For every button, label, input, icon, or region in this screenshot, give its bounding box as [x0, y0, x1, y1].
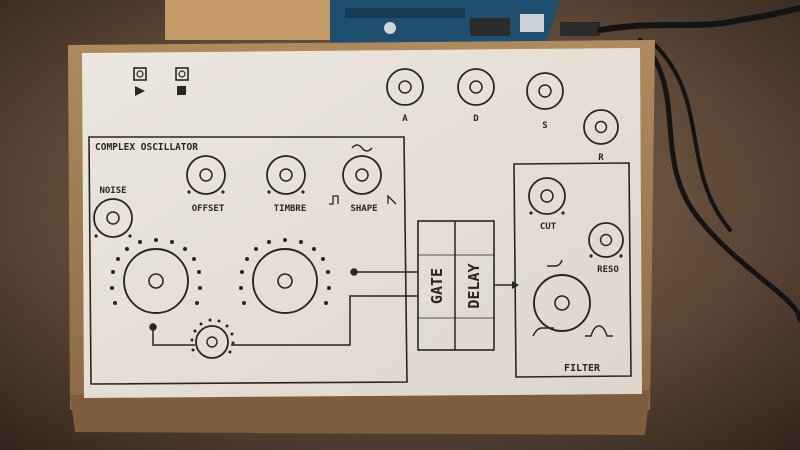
label-sustain: S: [542, 121, 547, 131]
knob-noise[interactable]: NOISE: [93, 186, 133, 238]
knob-cutoff[interactable]: CUT: [528, 177, 566, 232]
label-attack: A: [402, 114, 408, 124]
label-release: R: [598, 153, 604, 163]
label-noise: NOISE: [99, 186, 126, 196]
label-resonance: RESO: [597, 265, 619, 275]
label-shape: SHAPE: [350, 204, 377, 214]
label-decay: D: [473, 114, 479, 124]
label-offset: OFFSET: [192, 204, 225, 214]
knob-attack[interactable]: A: [386, 68, 424, 124]
saw-wave-icon: [387, 194, 397, 205]
lowpass-curve-icon: [547, 259, 563, 267]
stop-button[interactable]: [175, 67, 189, 95]
knob-filter-mode[interactable]: [532, 259, 613, 337]
front-panel-paper: [82, 48, 642, 398]
wooden-board: [165, 0, 345, 40]
knob-resonance[interactable]: RESO: [588, 222, 624, 275]
bandpass-curve-icon: [585, 325, 613, 337]
play-button[interactable]: [133, 67, 147, 96]
gate-delay-block: GATE DELAY: [417, 220, 495, 351]
play-icon: [135, 86, 145, 96]
filter-section-frame: [513, 162, 632, 378]
signal-routing-lines: [149, 268, 519, 346]
oscillator-section-title: COMPLEX OSCILLATOR: [95, 142, 198, 153]
stop-icon: [177, 86, 186, 95]
big-knob-left[interactable]: [110, 238, 202, 314]
big-knob-left-scale: [110, 238, 202, 305]
highpass-curve-icon: [532, 327, 554, 337]
label-cutoff: CUT: [540, 222, 557, 232]
usb-cable: [560, 5, 800, 323]
delay-label: DELAY: [465, 263, 483, 308]
arduino-board: [330, 0, 560, 45]
big-knob-right-scale: [239, 238, 331, 305]
knob-offset[interactable]: OFFSET: [186, 155, 226, 214]
small-modulation-knob[interactable]: [190, 318, 235, 359]
knob-sustain[interactable]: S: [526, 72, 564, 131]
big-knob-right[interactable]: [239, 238, 331, 314]
knob-shape[interactable]: SHAPE: [329, 144, 397, 214]
cardboard-box-bottom: [70, 390, 650, 435]
knob-release[interactable]: R: [583, 109, 619, 163]
knob-timbre[interactable]: TIMBRE: [266, 155, 307, 214]
sine-wave-icon: [351, 144, 373, 152]
label-timbre: TIMBRE: [274, 204, 307, 214]
gate-label: GATE: [428, 268, 446, 304]
filter-section-title: FILTER: [564, 363, 601, 374]
knob-decay[interactable]: D: [457, 68, 495, 124]
square-wave-icon: [329, 195, 339, 205]
oscillator-section-frame: [88, 136, 408, 385]
small-knob-scale: [190, 318, 235, 354]
